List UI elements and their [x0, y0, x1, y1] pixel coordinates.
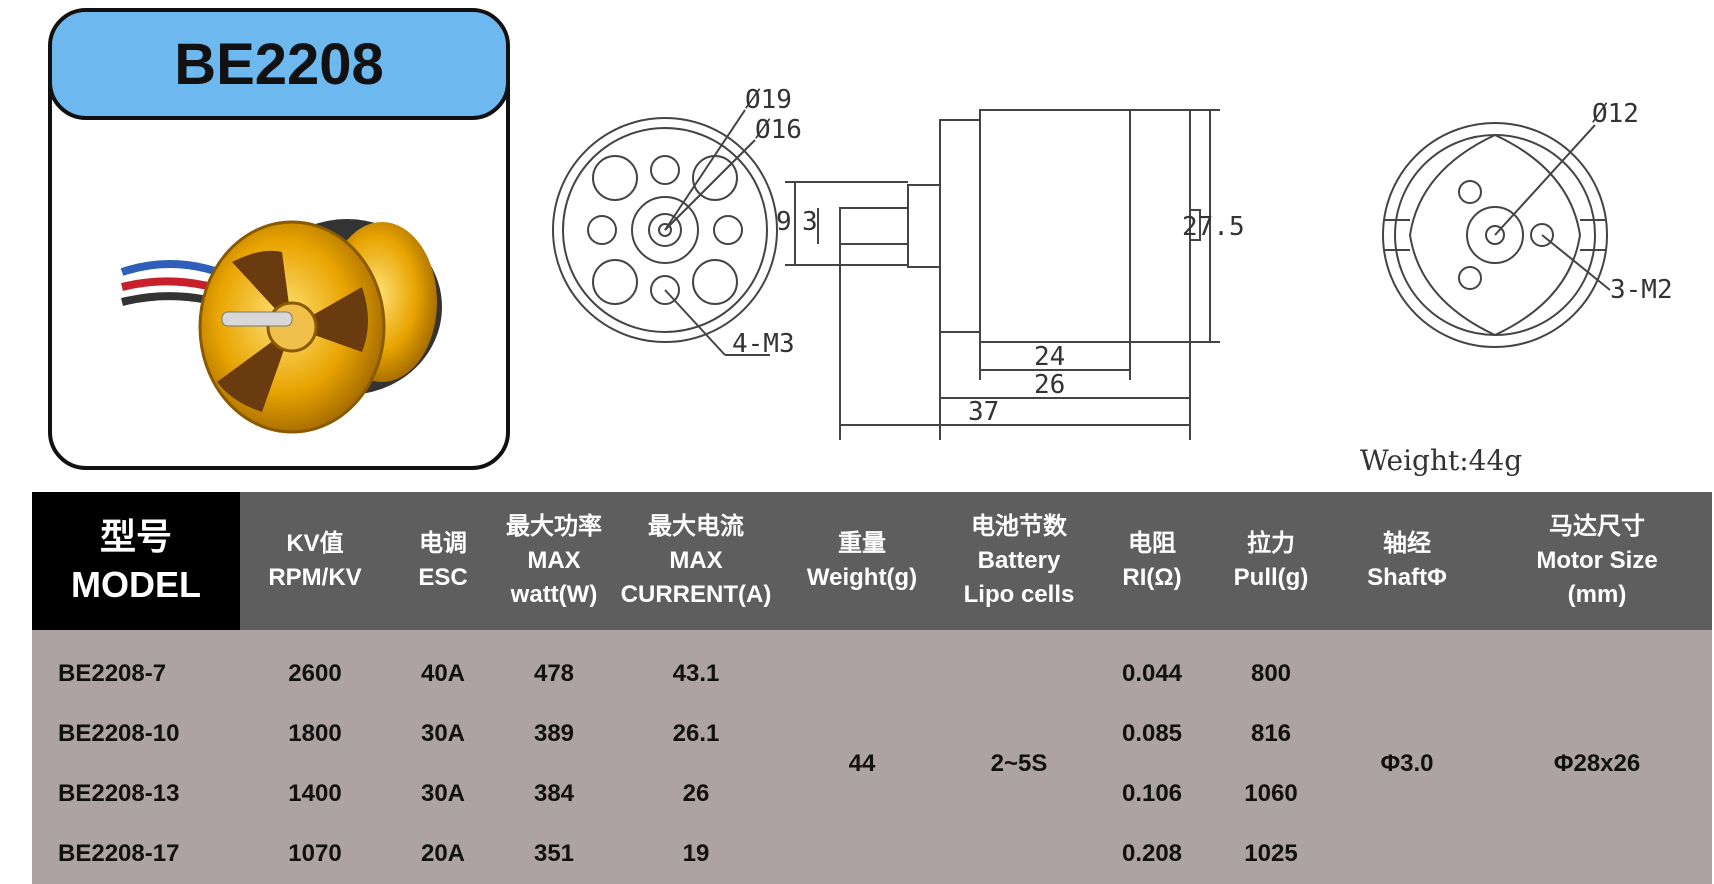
rear-screws-label: 3-M2	[1610, 275, 1673, 305]
header-cell: 电阻 RI(Ω)	[1094, 492, 1210, 630]
cell-kv: 1070	[240, 824, 390, 884]
side-dim-9: 9	[776, 207, 792, 237]
cell-model: BE2208-7	[32, 630, 240, 704]
header-cn: 重量	[838, 530, 886, 557]
header-cn: 拉力	[1247, 530, 1295, 557]
header-cell: 电调 ESC	[390, 492, 496, 630]
header-cell: 重量 Weight(g)	[780, 492, 944, 630]
header-en: Pull(g)	[1233, 564, 1309, 591]
header-en: MAX	[527, 547, 581, 574]
weight-label: Weight:44g	[1360, 444, 1523, 477]
header-cell: 型号 MODEL	[32, 492, 240, 630]
header-cell: 拉力 Pull(g)	[1210, 492, 1332, 630]
side-dim-26: 26	[1034, 370, 1065, 400]
motor-photo	[120, 219, 442, 434]
cell-model: BE2208-10	[32, 704, 240, 764]
cell-ri: 0.208	[1094, 824, 1210, 884]
header-cn: 最大电流	[648, 513, 744, 540]
side-dim-24: 24	[1034, 342, 1065, 372]
side-view: 9 3 27.5 24 26 37	[776, 109, 1245, 440]
header-cn: 电阻	[1128, 530, 1176, 557]
front-screws-label: 4-M3	[732, 329, 795, 359]
cell-kv: 2600	[240, 630, 390, 704]
cell-cells: 2~5S	[944, 630, 1094, 884]
header-en: MODEL	[71, 564, 201, 605]
header-en: MAX	[669, 547, 723, 574]
cell-current: 19	[612, 824, 780, 884]
cell-esc: 30A	[390, 764, 496, 824]
header-cn: 电调	[419, 530, 467, 557]
cell-current: 26.1	[612, 704, 780, 764]
cell-kv: 1400	[240, 764, 390, 824]
cell-esc: 20A	[390, 824, 496, 884]
header-extra: Lipo cells	[963, 581, 1075, 608]
cell-esc: 30A	[390, 704, 496, 764]
header-en: Battery	[977, 547, 1061, 574]
cell-current: 26	[612, 764, 780, 824]
header-cell: 最大电流 MAX CURRENT(A)	[612, 492, 780, 630]
header-cell: 最大功率 MAX watt(W)	[496, 492, 612, 630]
cell-size: Φ28x26	[1482, 630, 1712, 884]
header-en: Motor Size	[1536, 547, 1658, 574]
cell-watt: 389	[496, 704, 612, 764]
rear-dim: Ø12	[1592, 99, 1639, 129]
cell-ri: 0.106	[1094, 764, 1210, 824]
header-cn: KV值	[286, 530, 344, 557]
front-inner-dim: Ø16	[755, 115, 802, 145]
front-view: Ø19 Ø16 4-M3	[552, 85, 802, 359]
front-outer-dim: Ø19	[745, 85, 792, 115]
cell-weight: 44	[780, 630, 944, 884]
cell-model: BE2208-13	[32, 764, 240, 824]
product-title: BE2208	[52, 12, 506, 120]
cell-watt: 351	[496, 824, 612, 884]
cell-model: BE2208-17	[32, 824, 240, 884]
cell-pull: 1060	[1210, 764, 1332, 824]
header-cn: 电池节数	[971, 513, 1067, 540]
table-header-row: 型号 MODEL KV值 RPM/KV 电调 ESC 最大功率 MAX watt(W) 最大电流 M…	[32, 492, 1712, 630]
cell-pull: 800	[1210, 630, 1332, 704]
side-dim-27.5: 27.5	[1182, 212, 1245, 242]
header-cn: 马达尺寸	[1549, 513, 1645, 540]
cell-shaft: Φ3.0	[1332, 630, 1482, 884]
header-cn: 最大功率	[506, 513, 602, 540]
cell-ri: 0.044	[1094, 630, 1210, 704]
cell-watt: 384	[496, 764, 612, 824]
cell-esc: 40A	[390, 630, 496, 704]
header-cn: 型号	[99, 516, 172, 557]
header-cn: 轴经	[1383, 530, 1431, 557]
cell-kv: 1800	[240, 704, 390, 764]
technical-drawing: Ø19 Ø16 4-M3 9 3 27.5 24 26 37	[552, 85, 1673, 440]
cell-pull: 816	[1210, 704, 1332, 764]
header-extra: (mm)	[1567, 581, 1627, 608]
cell-current: 43.1	[612, 630, 780, 704]
header-en: ESC	[418, 564, 468, 591]
cell-pull: 1025	[1210, 824, 1332, 884]
header-extra: CURRENT(A)	[620, 581, 772, 608]
header-extra: watt(W)	[510, 581, 598, 608]
header-en: RPM/KV	[268, 564, 362, 591]
header-cell: 轴经 ShaftΦ	[1332, 492, 1482, 630]
side-dim-3: 3	[802, 207, 818, 237]
rear-view: Ø12 3-M2	[1382, 99, 1673, 348]
side-dim-37: 37	[968, 397, 999, 427]
cell-watt: 478	[496, 630, 612, 704]
cell-ri: 0.085	[1094, 704, 1210, 764]
spec-table: 型号 MODEL KV值 RPM/KV 电调 ESC 最大功率 MAX watt(W) 最大电流 M…	[32, 492, 1712, 884]
product-card: BE2208	[48, 8, 510, 470]
header-en: RI(Ω)	[1122, 564, 1182, 591]
header-en: ShaftΦ	[1367, 564, 1447, 591]
header-cell: 马达尺寸 Motor Size (mm)	[1482, 492, 1712, 630]
header-en: Weight(g)	[806, 564, 918, 591]
header-cell: KV值 RPM/KV	[240, 492, 390, 630]
